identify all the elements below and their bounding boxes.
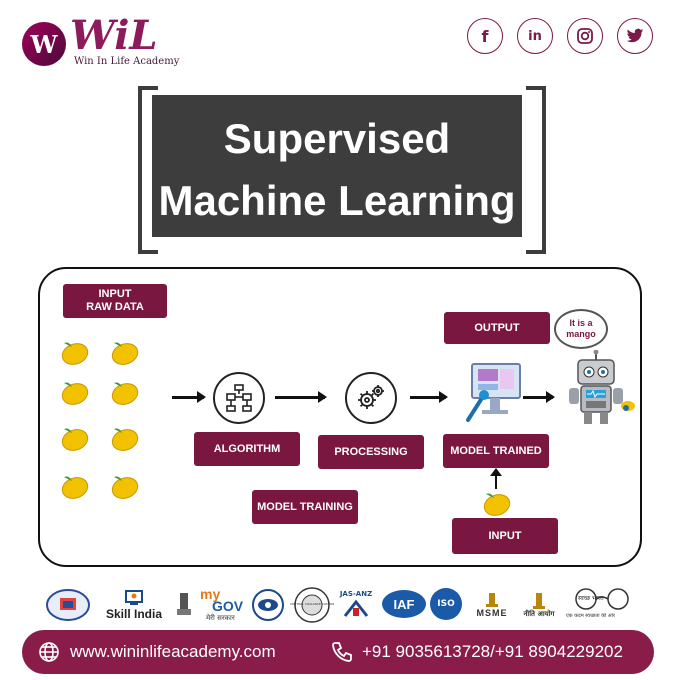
- skill-india-text: Skill India: [105, 607, 162, 621]
- footer-bar: www.wininlifeacademy.com +91 9035613728/…: [22, 630, 654, 674]
- mygov-gov: GOV: [212, 598, 244, 614]
- mygov-sub: मेरी सरकार: [206, 614, 235, 622]
- cvc-seal-icon: [294, 587, 330, 623]
- mango-icon: [108, 338, 139, 365]
- mango-icon: [58, 378, 89, 405]
- phone-numbers[interactable]: +91 9035613728/+91 8904229202: [362, 642, 623, 661]
- algorithm-label: ALGORITHM: [194, 432, 300, 466]
- mango-icon: [58, 338, 89, 365]
- twitter-icon[interactable]: [617, 18, 653, 54]
- msme-logo: MSME: [470, 588, 514, 622]
- model-trained-label: MODEL TRAINED: [443, 434, 549, 468]
- jas-anz-icon: [343, 599, 369, 617]
- arrow-3: [410, 391, 448, 402]
- mango-icon: [108, 472, 139, 499]
- speech-bubble: It is a mango: [554, 309, 608, 349]
- title-banner: Supervised Machine Learning: [152, 95, 522, 237]
- cvc-text: CENTRAL VIGILANCE COMMISSION: [290, 602, 334, 606]
- emblem-seal-icon: [44, 588, 92, 622]
- mango-icon: [108, 378, 139, 405]
- niti-logo: नीति आयोग: [518, 588, 560, 622]
- mygov-logo: my GOV मेरी सरकार: [200, 586, 250, 624]
- model-training-label: MODEL TRAINING: [252, 490, 358, 524]
- instagram-icon[interactable]: [567, 18, 603, 54]
- title-line-2: Machine Learning: [158, 177, 516, 224]
- flowchart-icon: [213, 372, 265, 424]
- up-arrow: [495, 471, 497, 489]
- eye-logo-icon: [250, 588, 286, 622]
- output-label: OUTPUT: [444, 312, 550, 344]
- logo-wordmark: WiL: [70, 12, 158, 59]
- input-label: INPUT: [452, 518, 558, 554]
- website-link[interactable]: www.wininlifeacademy.com: [70, 642, 276, 661]
- msme-text: MSME: [476, 608, 508, 618]
- monitor-icon: [462, 362, 524, 426]
- niti-text: नीति आयोग: [523, 609, 555, 618]
- skill-india-logo: Skill India: [96, 588, 172, 622]
- iso-logo: ISO: [430, 588, 462, 620]
- input-raw-data-label: INPUT RAW DATA: [63, 284, 167, 318]
- gears-icon: [345, 372, 397, 424]
- jas-anz-text: JAS-ANZ: [339, 590, 373, 598]
- mango-icon: [58, 472, 89, 499]
- cvc-seal: CENTRAL VIGILANCE COMMISSION: [290, 586, 334, 624]
- spectacles-icon: [575, 588, 629, 610]
- jas-anz-logo: JAS-ANZ: [336, 588, 376, 622]
- robot-icon: [566, 349, 636, 430]
- title-bracket-left: [138, 86, 158, 254]
- swachh-sub: एक कदम स्वच्छता की ओर: [566, 613, 615, 619]
- ashoka-emblem-icon: [172, 588, 196, 622]
- mango-icon: [108, 424, 139, 451]
- msme-emblem-icon: [486, 593, 498, 607]
- linkedin-icon[interactable]: in: [517, 18, 553, 54]
- arrow-2: [275, 391, 327, 402]
- globe-icon: [39, 642, 59, 662]
- facebook-icon[interactable]: f: [467, 18, 503, 54]
- swachh-text: स्वच्छ भारत: [578, 595, 604, 602]
- input-mango: [480, 489, 512, 521]
- niti-emblem-icon: [533, 592, 545, 609]
- iaf-logo: IAF: [382, 590, 426, 618]
- mygov-my: my: [200, 586, 221, 602]
- title-bracket-right: [526, 86, 546, 254]
- mango-icon: [58, 424, 89, 451]
- swachh-bharat-logo: स्वच्छ भारत एक कदम स्वच्छता की ओर: [564, 586, 640, 624]
- phone-icon: [332, 642, 352, 662]
- skill-india-icon: [125, 590, 143, 605]
- arrow-4: [523, 391, 555, 402]
- logo-mark: W: [22, 22, 66, 66]
- up-arrow-head: [490, 468, 502, 476]
- logo-tagline: Win In Life Academy: [74, 56, 180, 67]
- arrow-1: [172, 391, 206, 402]
- processing-label: PROCESSING: [318, 435, 424, 469]
- title-line-1: Supervised: [223, 115, 451, 162]
